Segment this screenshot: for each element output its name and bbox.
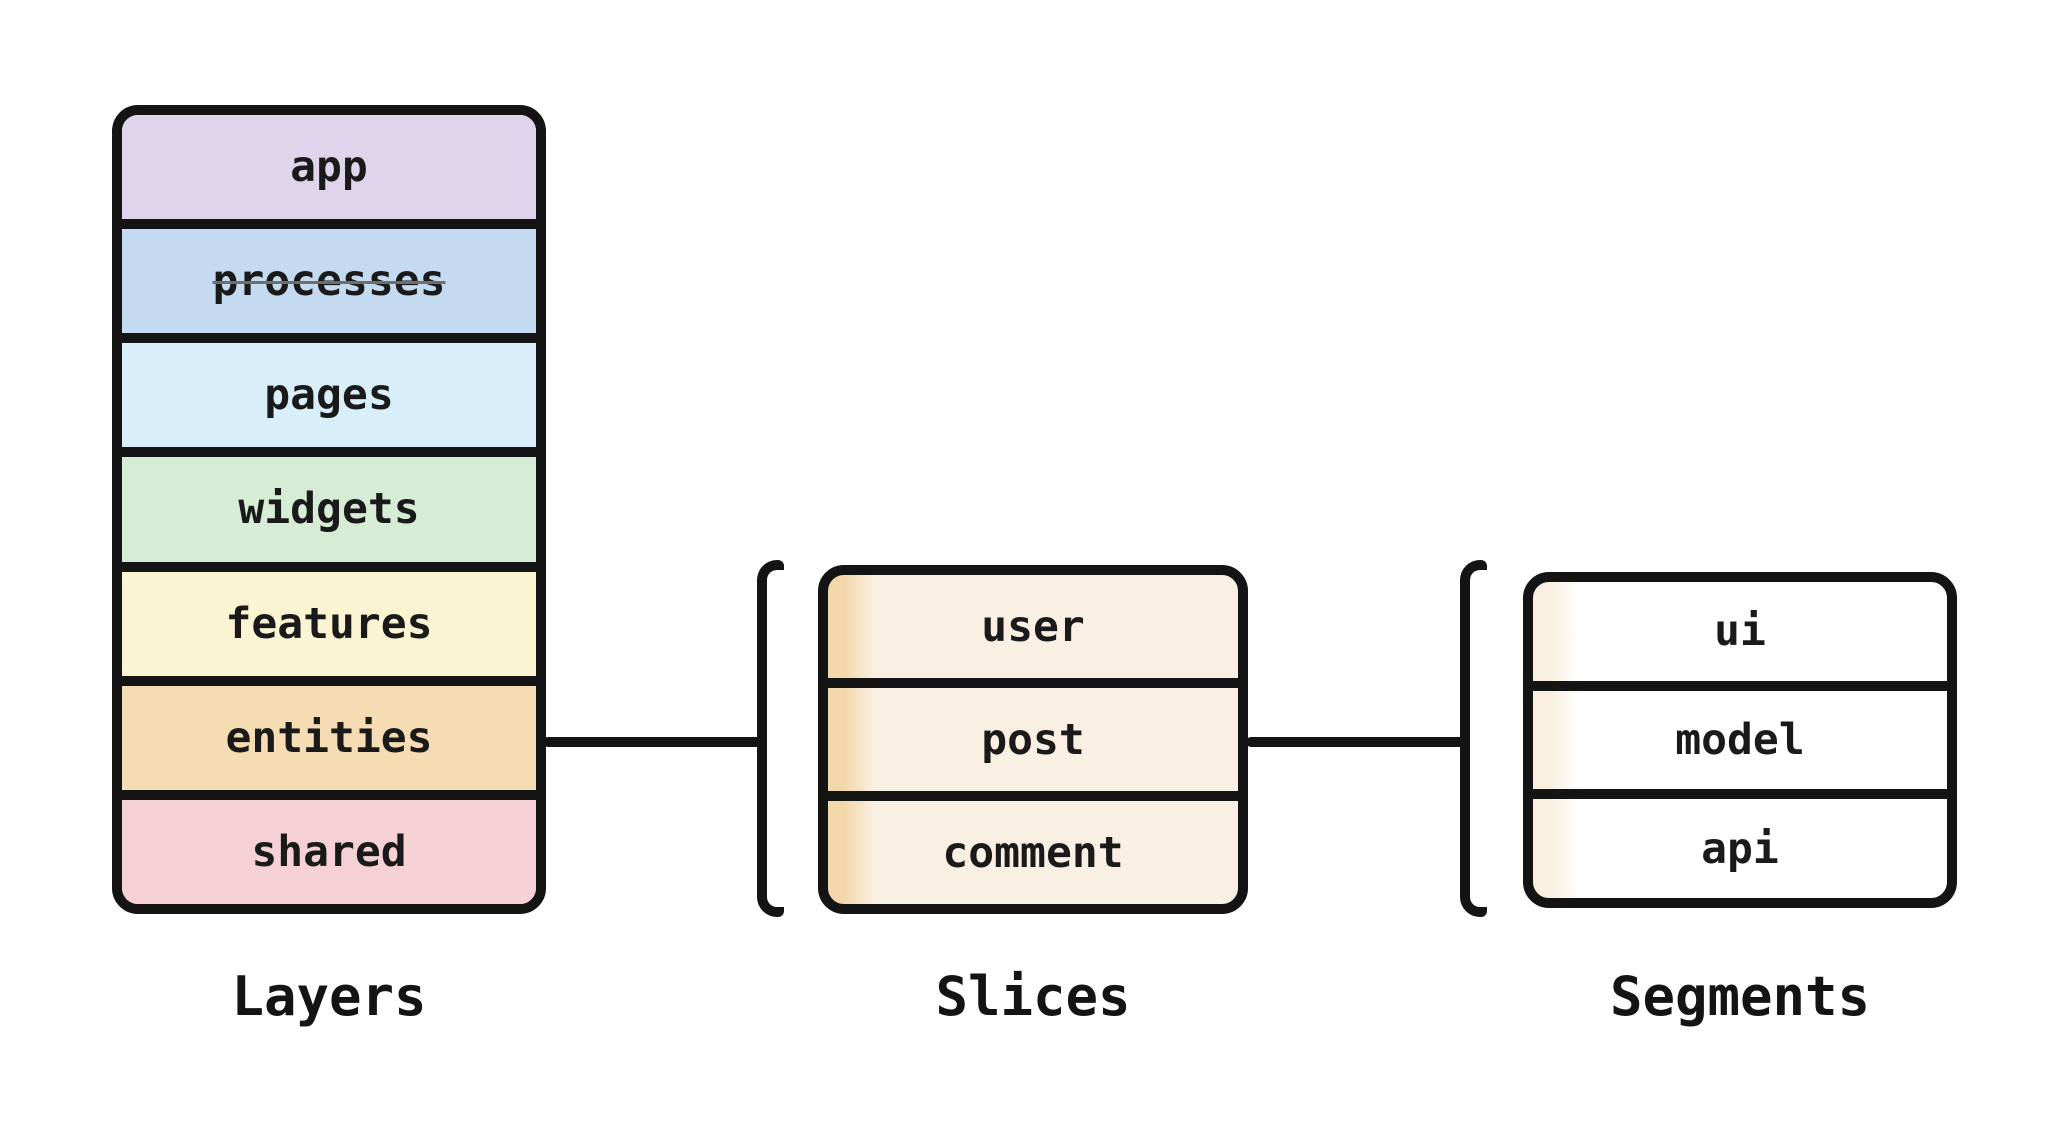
layer-label-entities: entities [225, 712, 433, 763]
layer-label-pages: pages [264, 370, 394, 421]
layer-row-pages: pages [122, 333, 536, 448]
segments-stack: ui model api [1523, 572, 1957, 908]
segment-label-api: api [1701, 823, 1779, 874]
segment-label-model: model [1675, 715, 1805, 765]
slices-bracket [757, 560, 784, 917]
slice-label-user: user [981, 601, 1085, 652]
segment-label-ui: ui [1714, 606, 1766, 657]
layer-row-shared: shared [122, 789, 536, 904]
slice-label-comment: comment [942, 827, 1124, 878]
layers-caption: Layers [231, 965, 427, 1028]
layer-label-widgets: widgets [238, 484, 420, 535]
segment-row-model: model [1533, 680, 1947, 790]
layer-label-features: features [225, 598, 433, 649]
slices-caption: Slices [935, 965, 1131, 1028]
segments-caption: Segments [1609, 965, 1871, 1028]
layer-row-processes: processes [122, 219, 536, 334]
layer-label-shared: shared [251, 826, 407, 877]
slice-row-user: user [828, 575, 1238, 678]
segment-row-ui: ui [1533, 582, 1947, 681]
slices-stack: user post comment [818, 565, 1248, 914]
layer-row-entities: entities [122, 675, 536, 790]
segments-bracket [1460, 560, 1487, 917]
layer-row-features: features [122, 561, 536, 676]
layer-label-processes: processes [212, 256, 446, 307]
slice-row-post: post [828, 678, 1238, 791]
layer-label-app: app [290, 142, 368, 193]
connector-line-layers-slices [543, 737, 765, 747]
layer-row-app: app [122, 115, 536, 220]
connector-line-slices-segments [1246, 737, 1468, 747]
layers-stack: app processes pages widgets features ent… [112, 105, 546, 914]
slice-row-comment: comment [828, 791, 1238, 904]
segment-row-api: api [1533, 789, 1947, 898]
slice-label-post: post [981, 714, 1085, 765]
layer-row-widgets: widgets [122, 447, 536, 562]
